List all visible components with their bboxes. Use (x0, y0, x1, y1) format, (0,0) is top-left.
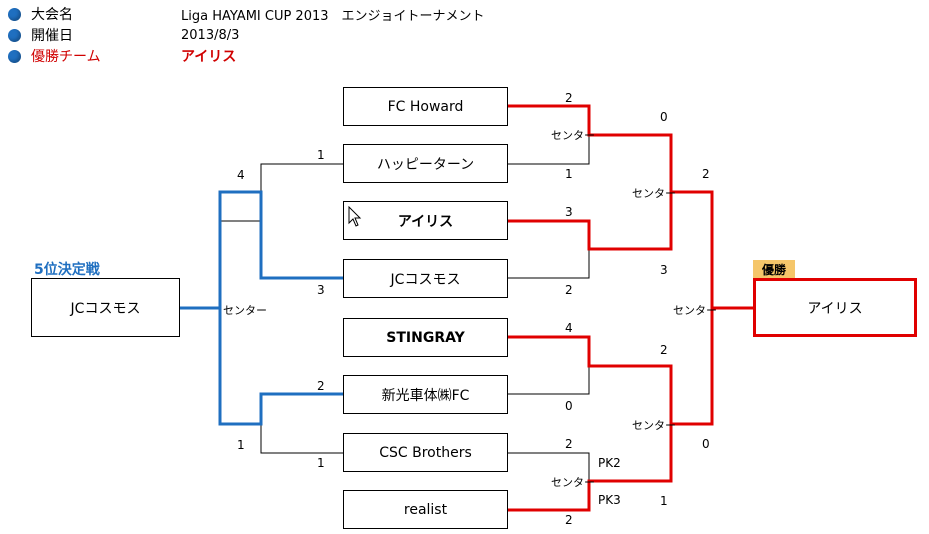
bullet-icon (8, 28, 21, 42)
date-value: 2013/8/3 (181, 27, 240, 43)
team-name: realist (403, 501, 448, 518)
fifth-place-team-name: JCコスモス (70, 300, 141, 317)
score-r1-m4-pk-bottom: PK3 (598, 493, 621, 507)
team-name: STINGRAY (386, 329, 465, 346)
score-sf1-bottom: 3 (660, 263, 668, 277)
team-box-1[interactable]: FC Howard (343, 87, 508, 126)
score-r1-m4-pk-top: PK2 (598, 456, 621, 470)
winner-value: アイリス (181, 49, 237, 65)
team-box-7[interactable]: CSC Brothers (343, 433, 508, 472)
team-name: アイリス (397, 213, 454, 230)
team-box-2[interactable]: ハッピーターン (343, 144, 508, 183)
fifth-place-title: 5位決定戦 (34, 262, 100, 278)
venue-sf1: センター (632, 187, 676, 200)
team-name: JCコスモス (390, 271, 461, 288)
bullet-icon (8, 49, 21, 63)
champion-badge: 優勝 (753, 260, 795, 278)
tournament-value: Liga HAYAMI CUP 2013 エンジョイトーナメント (181, 8, 485, 24)
info-date: 開催日 2013/8/3 (8, 26, 239, 44)
score-r1-m1-bottom: 1 (565, 167, 573, 181)
winner-label: 優勝チーム (31, 49, 101, 65)
score-fp-sf2-top: 2 (317, 379, 325, 393)
champion-team-box[interactable]: アイリス (753, 278, 917, 337)
info-tournament: 大会名 Liga HAYAMI CUP 2013 エンジョイトーナメント (8, 5, 485, 24)
venue-r1-m4: センター (551, 476, 595, 489)
fifth-place-score-bottom: 1 (237, 438, 245, 452)
score-fp-sf2-bottom: 1 (317, 456, 325, 470)
team-box-4[interactable]: JCコスモス (343, 259, 508, 298)
fifth-place-team-box[interactable]: JCコスモス (31, 278, 180, 337)
venue-final: センター (673, 304, 717, 317)
team-name: 新光車体㈱FC (381, 387, 470, 404)
fifth-place-venue: センター (223, 304, 267, 317)
score-final-top: 2 (702, 167, 710, 181)
score-sf2-top: 2 (660, 343, 668, 357)
score-r1-m3-bottom: 0 (565, 399, 573, 413)
venue-sf2: センター (632, 419, 676, 432)
score-r1-m3-top: 4 (565, 321, 573, 335)
team-box-3[interactable]: アイリス (343, 201, 508, 240)
bullet-icon (8, 7, 21, 21)
info-winner: 優勝チーム アイリス (8, 47, 236, 65)
score-r1-m4-bottom: 2 (565, 513, 573, 527)
score-sf1-top: 0 (660, 110, 668, 124)
score-final-bottom: 0 (702, 437, 710, 451)
score-r1-m4-top: 2 (565, 437, 573, 451)
tournament-label: 大会名 (31, 7, 73, 23)
team-box-5[interactable]: STINGRAY (343, 318, 508, 357)
score-r1-m2-top: 3 (565, 205, 573, 219)
team-name: FC Howard (387, 98, 464, 115)
score-sf2-bottom: 1 (660, 494, 668, 508)
mouse-pointer-icon (348, 206, 362, 227)
score-fp-sf1-bottom: 3 (317, 283, 325, 297)
team-box-6[interactable]: 新光車体㈱FC (343, 375, 508, 414)
winner-path (507, 104, 753, 512)
team-name: ハッピーターン (376, 156, 475, 173)
fifth-place-score-top: 4 (237, 168, 245, 182)
team-box-8[interactable]: realist (343, 490, 508, 529)
score-r1-m2-bottom: 2 (565, 283, 573, 297)
champion-team-name: アイリス (807, 300, 863, 317)
score-fp-sf1-top: 1 (317, 148, 325, 162)
venue-r1-m1: センター (551, 129, 595, 142)
score-r1-m1-top: 2 (565, 91, 573, 105)
fifth-place-path (180, 190, 343, 426)
date-label: 開催日 (31, 28, 73, 44)
team-name: CSC Brothers (379, 444, 472, 461)
